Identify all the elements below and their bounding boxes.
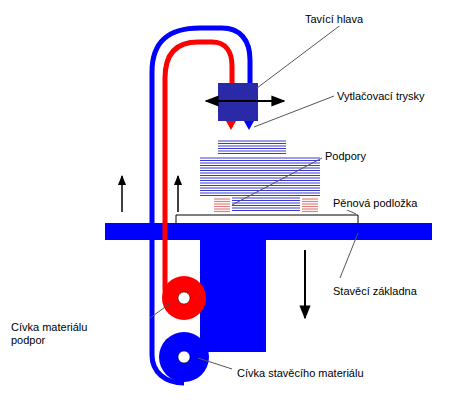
layer-stroke [218,151,286,152]
leader-line [254,96,334,127]
layer-stroke [200,160,320,161]
support-stroke [214,206,230,207]
build-spool [159,332,209,382]
layer-stroke [232,210,300,211]
label-holder: Cívka materiálu podpor [10,321,110,348]
part-layers [200,141,320,211]
layer-stroke [200,185,320,186]
label-holder: Stavěcí základna [332,281,418,299]
part-label: Tavící hlava [304,13,364,26]
base-motion-arrow [304,250,306,318]
label-holder: Pěnová podložka [332,193,418,211]
part-label: Podpory [324,150,367,163]
spool-hub [178,292,190,304]
layer-stroke [200,188,320,189]
leader-line [198,358,232,369]
layer-stroke [232,203,300,204]
layer-stroke [218,141,286,142]
layer-stroke [200,195,320,196]
feed-arrow [177,176,179,212]
layer-stroke [200,170,320,171]
feed-arrow [121,176,123,212]
label-holder: Vytlačovací trysky [336,86,426,104]
leader-line [150,302,172,318]
layer-stroke [218,148,286,149]
part-label: Pěnová podložka [332,197,418,210]
layer-stroke [200,178,320,179]
foam-pad [176,215,358,223]
layer-stroke [232,198,300,199]
layer-stroke [200,193,320,194]
part-label: Cívka stavěcího materiálu [236,367,365,380]
spool-hub [178,351,190,363]
label-holder: Cívka stavěcího materiálu [236,363,365,381]
support-stroke [302,208,318,209]
label-holder: Tavící hlava [304,9,364,27]
support-layers [214,199,318,212]
support-stroke [214,208,230,209]
layer-stroke [232,208,300,209]
layer-stroke [200,183,320,184]
part-label: Cívka materiálu podpor [10,321,110,347]
layer-stroke [218,146,286,147]
layer-stroke [200,173,320,174]
leader-line [340,233,358,278]
support-stroke [302,206,318,207]
head-motion-arrow [206,100,284,102]
build-nozzle [244,121,254,130]
support-stroke [214,211,230,212]
build-column [200,238,266,352]
layer-stroke [200,180,320,181]
leader-lines [150,24,358,369]
support-nozzle [226,121,236,130]
layer-stroke [200,175,320,176]
layer-stroke [218,143,286,144]
support-spool [162,276,206,320]
layer-stroke [232,205,300,206]
layer-stroke [200,165,320,166]
layer-stroke [200,158,320,159]
label-holder: Podpory [324,146,367,164]
support-stroke [214,198,230,199]
support-stroke [214,201,230,202]
support-stroke [302,198,318,199]
layer-stroke [218,153,286,154]
layer-stroke [200,163,320,164]
support-stroke [214,203,230,204]
leader-line [232,158,322,205]
leader-line [257,24,342,88]
part-label: Stavěcí základna [332,285,418,298]
support-stroke [302,211,318,212]
part-label: Vytlačovací trysky [336,90,426,103]
support-stroke [302,201,318,202]
support-stroke [302,203,318,204]
